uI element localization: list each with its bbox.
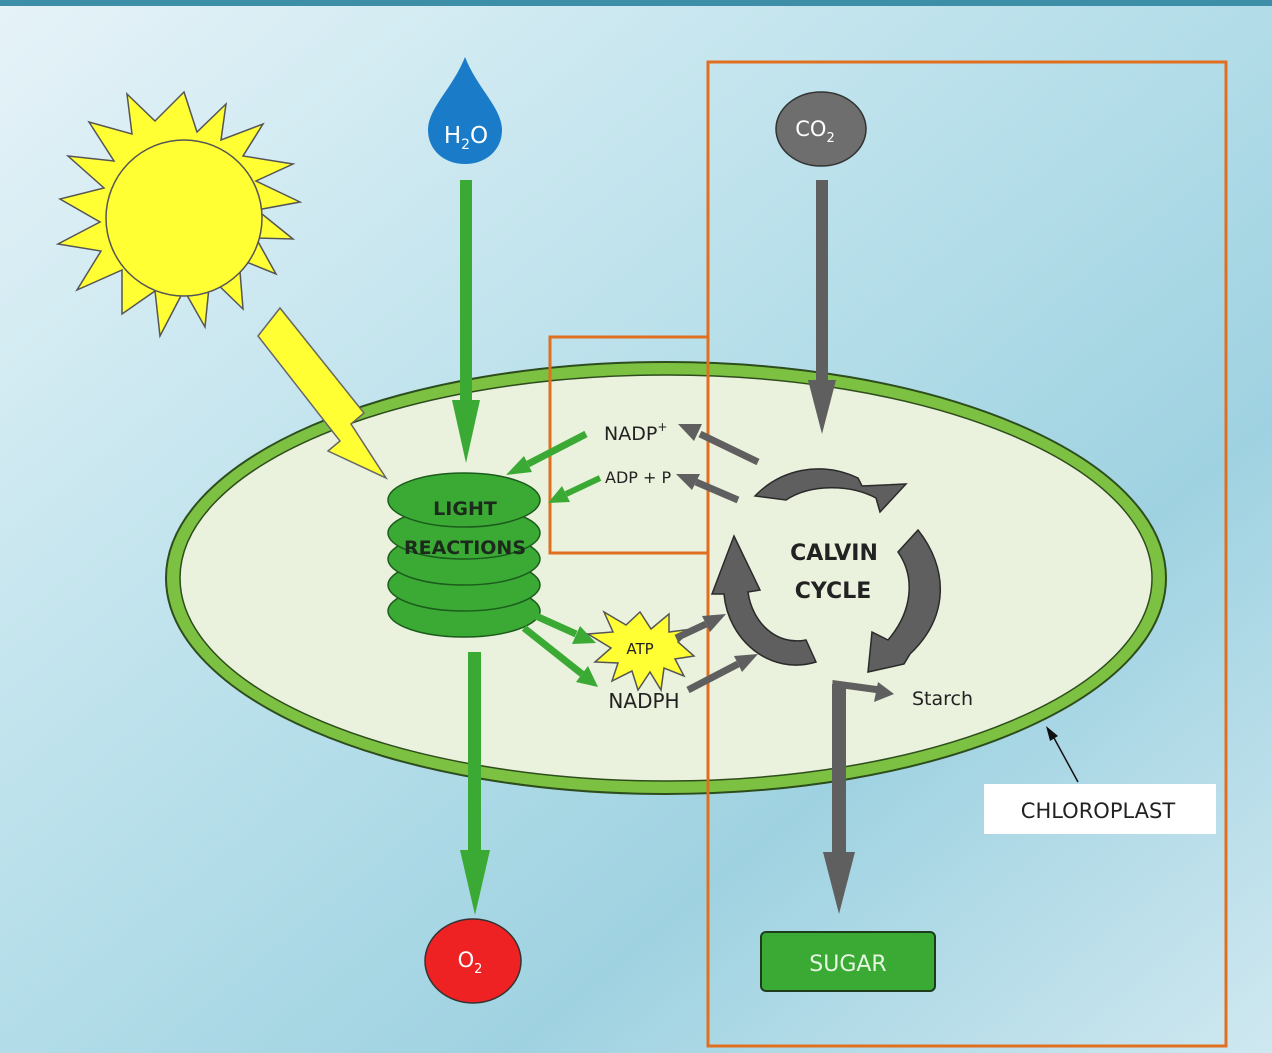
adp-label: ADP + P <box>605 468 671 487</box>
water-label: H2O <box>444 123 488 153</box>
water-to-light-arrow <box>452 180 480 463</box>
light-to-atp-arrow <box>534 612 596 644</box>
nadph-label: NADPH <box>608 689 679 713</box>
calvin-cycle-label-line1: CALVIN <box>790 541 878 566</box>
chloroplast-stroma <box>179 374 1153 782</box>
carbon-dioxide-label: CO2 <box>795 117 834 146</box>
atp-to-calvin-arrow <box>674 614 726 642</box>
adp-to-light-arrow <box>548 475 602 503</box>
light-reactions-label-line1: LIGHT <box>433 498 497 520</box>
water-drop-icon <box>428 57 502 164</box>
atp-burst-icon <box>585 610 696 693</box>
thylakoid-stack <box>387 472 541 638</box>
carbon-dioxide-icon <box>775 91 867 167</box>
sun-icon <box>55 90 303 339</box>
sunlight-arrow <box>257 306 389 480</box>
light-to-nadph-arrow <box>521 625 598 687</box>
chloroplast-label-box <box>984 784 1216 834</box>
chloroplast-callout-arrow <box>1046 726 1079 783</box>
light-to-oxygen-arrow <box>460 652 490 915</box>
light-dependent-frame <box>548 335 708 555</box>
co2-to-calvin-arrow <box>808 180 836 434</box>
calvin-to-sugar-arrow <box>823 684 855 914</box>
calvin-to-adp-arrow <box>676 474 740 504</box>
sugar-label: SUGAR <box>809 952 886 977</box>
nadp-to-light-arrow <box>506 430 588 475</box>
oxygen-label: O2 <box>458 948 483 977</box>
light-reactions-label-line2: REACTIONS <box>404 537 526 559</box>
calvin-cycle-label-line2: CYCLE <box>795 579 871 604</box>
oxygen-icon <box>424 918 522 1004</box>
nadp-label: NADP+ <box>604 420 667 445</box>
starch-label: Starch <box>912 688 973 710</box>
top-border <box>0 0 1272 6</box>
sugar-box <box>760 931 936 992</box>
nadph-to-calvin-arrow <box>686 654 758 694</box>
calvin-cycle-icon <box>710 468 942 673</box>
atp-label: ATP <box>626 640 653 658</box>
chloroplast-label: CHLOROPLAST <box>1021 799 1176 823</box>
calvin-to-nadp-arrow <box>678 424 760 466</box>
